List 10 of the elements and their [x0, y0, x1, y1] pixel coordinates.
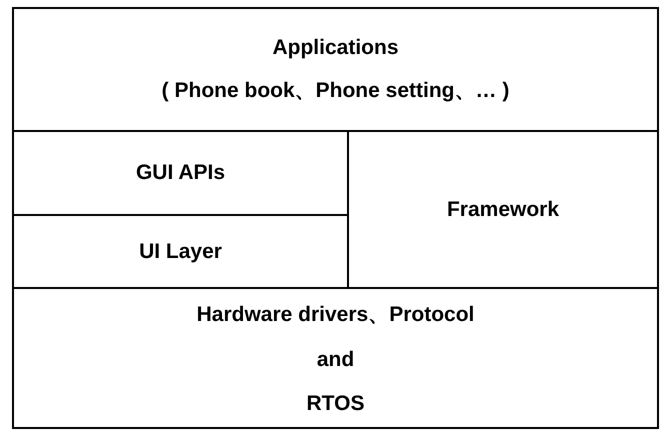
- layer-label: GUI APIs: [136, 161, 226, 185]
- layer-label: RTOS: [306, 392, 364, 416]
- layer-box: [12, 7, 659, 132]
- layer-label: Framework: [446, 198, 560, 222]
- layer-label: ( Phone book、Phone setting、… ): [162, 78, 510, 104]
- layer-label: Applications: [272, 36, 398, 60]
- layer-label: and: [316, 348, 354, 372]
- layer-label: Hardware drivers、Protocol: [196, 302, 474, 328]
- layer-label: UI Layer: [139, 240, 222, 264]
- layer-box: [12, 287, 659, 429]
